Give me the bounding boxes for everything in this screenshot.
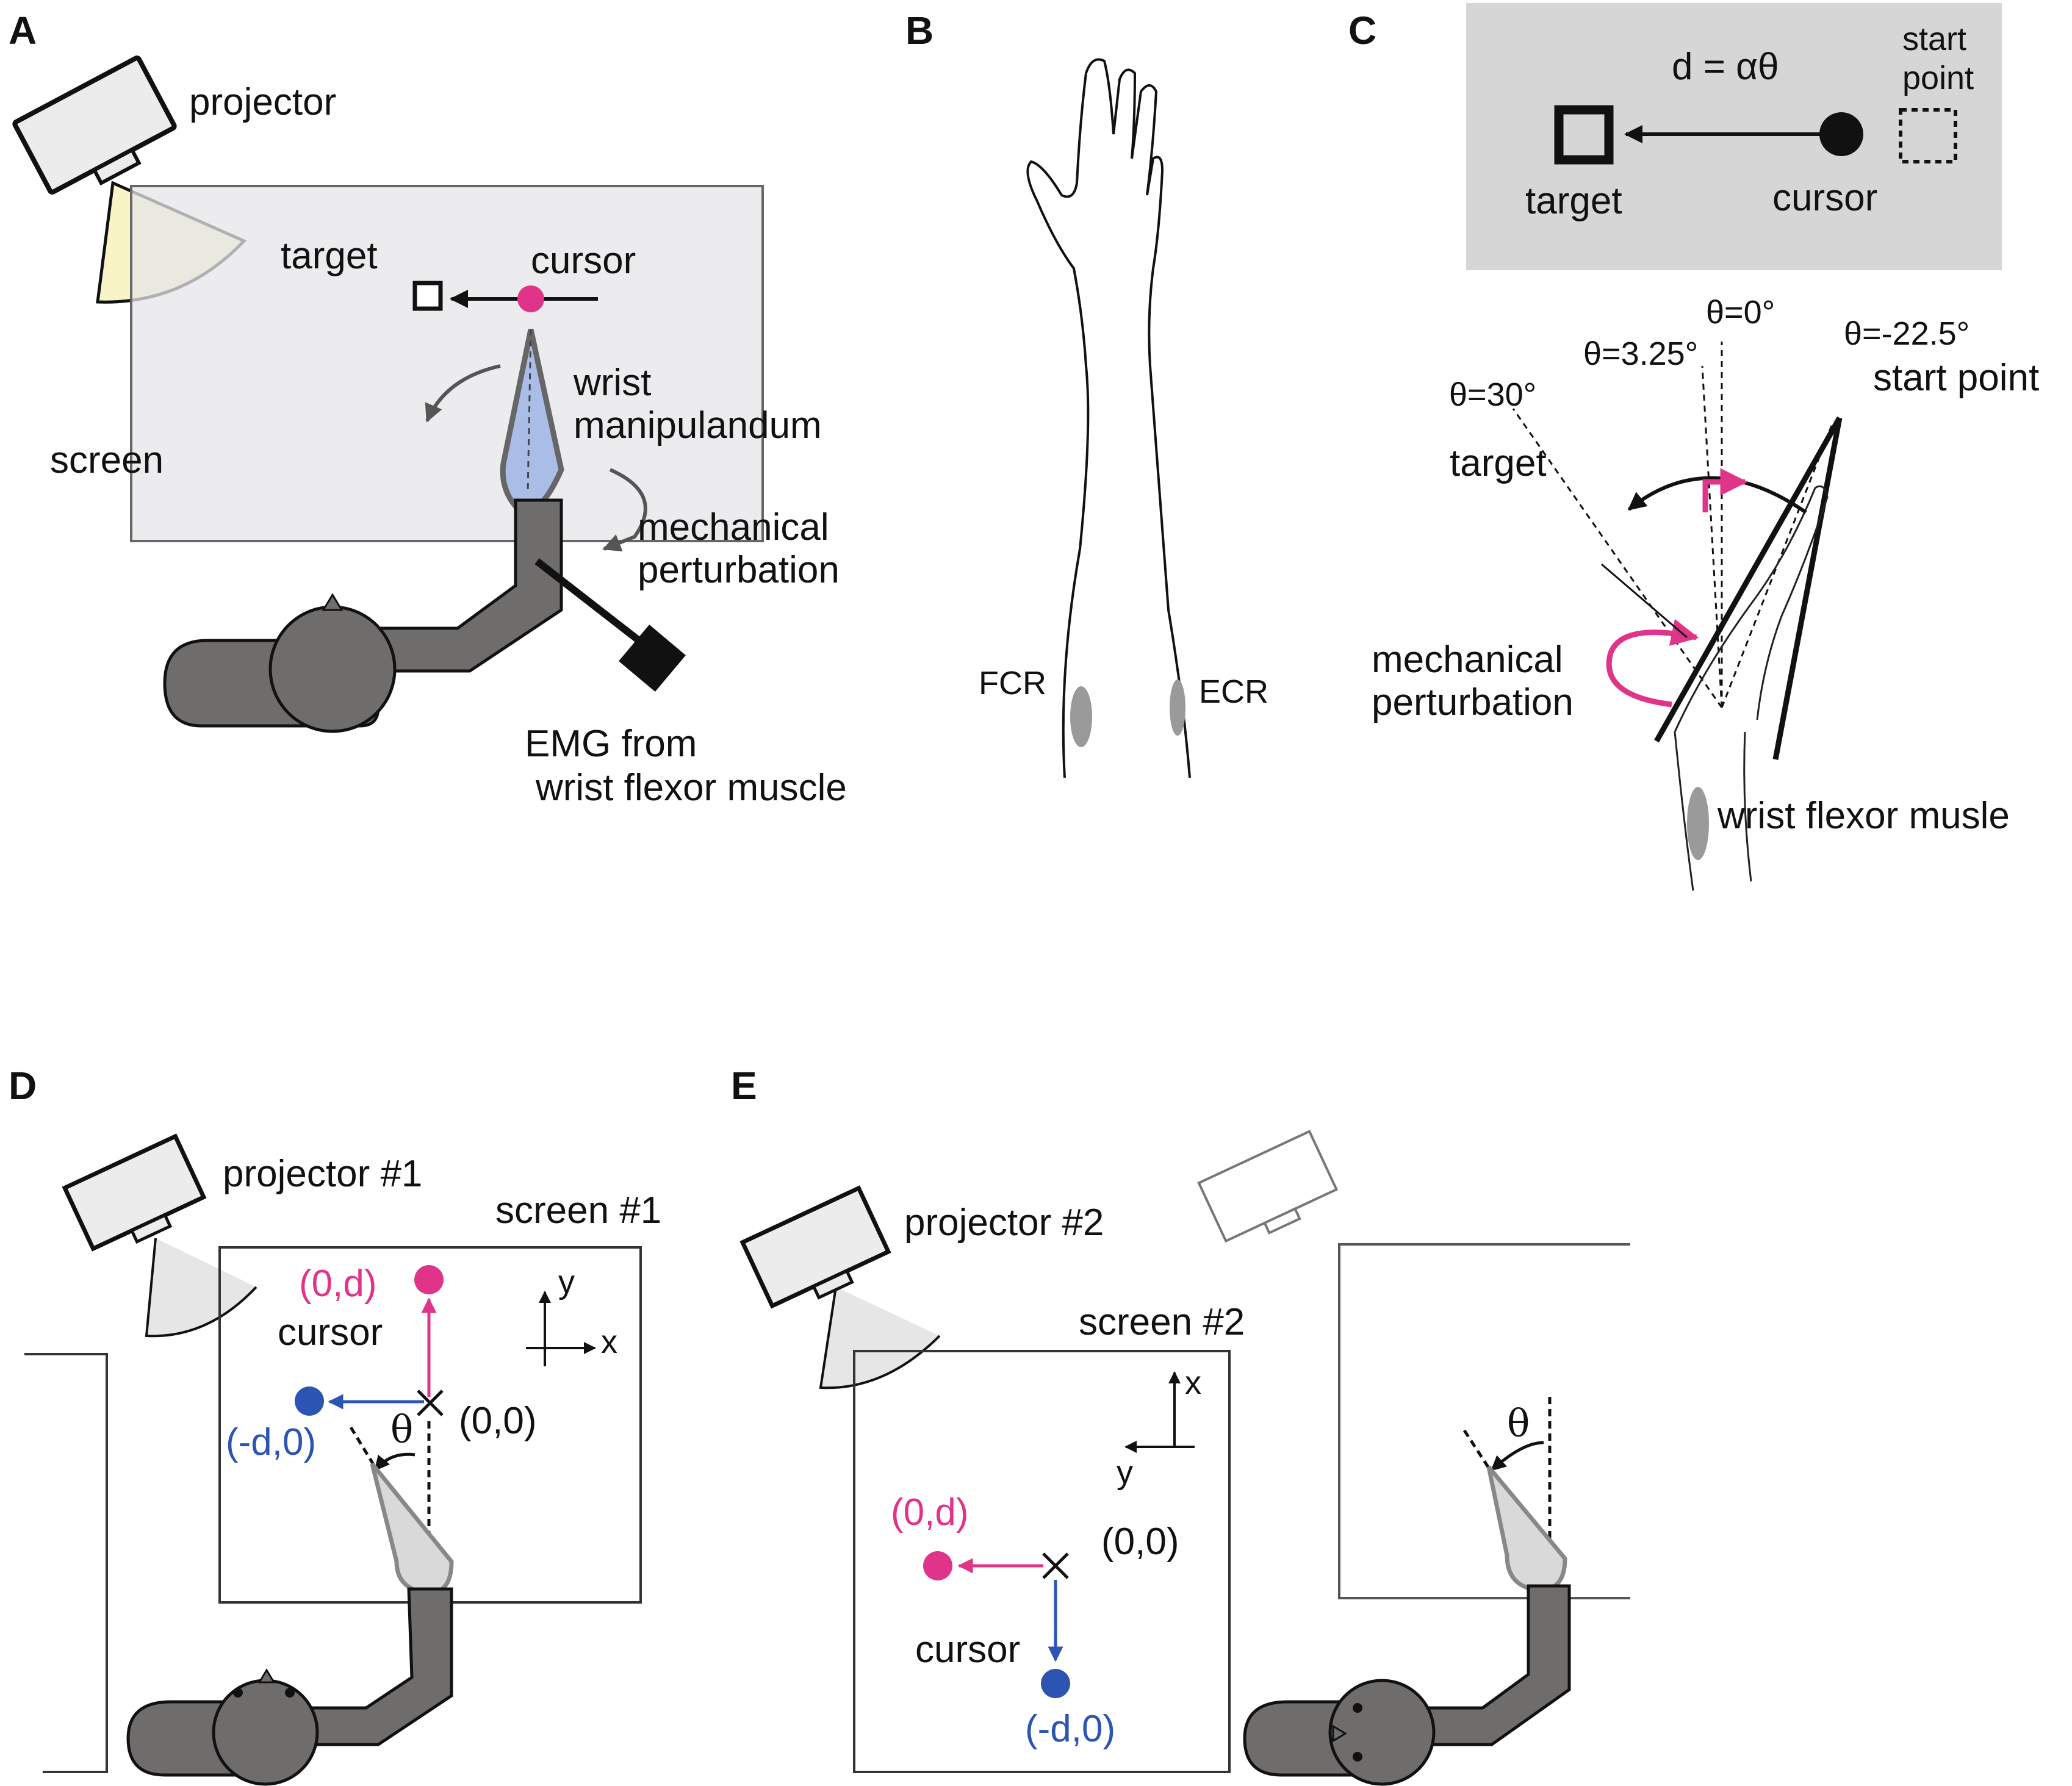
origin-label-e: (0,0) [1101,1521,1179,1563]
rotation-arc-c [1627,476,1807,514]
screen-label: screen [50,439,164,481]
origin-x-d [417,1390,444,1416]
manipulandum-d [370,1462,454,1595]
fcr-electrode [1070,686,1092,747]
perturbation-step-icon [1702,468,1748,512]
projector-beam-d [145,1238,257,1338]
axis-x-label-e: x [1185,1365,1201,1401]
emg-amplifier [619,625,686,692]
projector-beam-e [819,1286,941,1390]
cursor-label-e: cursor [915,1629,1020,1671]
target-label-c2: target [1450,442,1547,484]
screen-2-label: screen #2 [1079,1301,1245,1343]
start-label: start [1902,21,1966,57]
wrist-label: wrist [573,362,651,404]
cursor-dot-c [1819,112,1863,156]
flexor-electrode [1687,787,1709,860]
flexor-label: wrist flexor musle [1717,795,2010,837]
theta-30-label: θ=30° [1449,376,1536,413]
projector-label: projector [189,81,336,123]
cursor-label: cursor [531,240,636,282]
target-label: target [281,235,378,277]
manipulandum-label: manipulandum [574,404,822,446]
perturbation-curl [1606,619,1699,708]
emg-muscle-label: wrist flexor muscle [535,767,847,809]
target-square-c [1554,105,1614,165]
panel-c-letter: C [1348,9,1376,52]
perturbation-label: perturbation [638,549,840,591]
origin-x-e [1042,1552,1069,1579]
start-point-label: start point [1873,357,2039,399]
origin-label-d: (0,0) [459,1400,536,1442]
desk-outline-d [24,1353,108,1773]
panel-c: C d = αθ start point target cursor θ=0° … [1348,3,2039,891]
panel-d-letter: D [9,1064,37,1108]
theta-0-label: θ=0° [1706,294,1775,331]
theta-neg-label: θ=-22.5° [1844,315,1969,352]
cursor-label-d: cursor [278,1311,383,1354]
ecr-label: ECR [1199,673,1268,710]
pink-point-d [414,1265,444,1294]
perturbation-label-c: perturbation [1372,681,1574,723]
formula-label: d = αθ [1672,46,1779,88]
axis-x-label-d: x [601,1324,617,1360]
manipulandum-bar-left [1654,416,1842,743]
panel-a: A projector target cursor screen wrist m… [9,9,847,809]
mechanical-label-c: mechanical [1372,639,1563,681]
subject-head-d [212,1679,319,1786]
panel-e-letter: E [731,1064,757,1108]
forearm-outline [1026,58,1191,778]
panel-d: D projector #1 screen #1 y x (0,d) curso… [9,1064,661,1786]
cursor-dot [517,285,544,312]
target-square [412,281,443,311]
perturbation-arrow [602,468,647,551]
cursor-label-c: cursor [1772,177,1877,219]
panel-b-letter: B [905,9,933,52]
projector-icon-e [739,1185,891,1309]
pink-point-label-e: (0,d) [891,1491,968,1533]
manipulandum-e [1486,1465,1567,1592]
pink-point-label-d: (0,d) [299,1263,376,1305]
blue-point-d [295,1386,324,1416]
emg-label: EMG from [525,723,697,765]
projector-icon-d [62,1133,207,1252]
projector-outline-icon [1197,1130,1339,1243]
screen-2 [853,1350,1231,1773]
theta-label-e: θ [1507,1401,1530,1446]
projector-2-label: projector #2 [904,1202,1104,1244]
pink-point-e [923,1551,952,1580]
ecr-electrode [1170,680,1185,736]
emg-cable [534,558,649,650]
projector-icon [12,56,177,195]
panel-e: E projector #2 screen #2 x y (0,d) (0,0)… [731,1064,1630,1786]
panel-a-letter: A [9,9,37,52]
blue-point-label-e: (-d,0) [1025,1708,1115,1750]
panel-b: B FCR ECR [905,9,1268,778]
axis-y-label-e: y [1117,1454,1133,1491]
hand-outline-c [1674,485,1829,891]
target-label-c: target [1525,180,1622,222]
manipulandum-bar-right [1772,417,1843,760]
blue-point-e [1041,1669,1070,1698]
subject-head-e [1328,1679,1436,1786]
projector-1-label: projector #1 [223,1153,422,1195]
rotation-arrow [425,364,501,423]
screen-1-label: screen #1 [495,1189,661,1232]
theta-label-d: θ [390,1407,413,1452]
screen-outline-right [1338,1243,1630,1599]
start-point-square [1899,108,1957,163]
blue-point-label-d: (-d,0) [226,1421,316,1463]
theta-325-label: θ=3.25° [1583,335,1698,372]
axis-y-label-d: y [558,1264,575,1300]
mechanical-label: mechanical [638,506,829,548]
fcr-label: FCR [979,665,1046,701]
point-label-text: point [1902,60,1974,96]
screen-surface [130,185,764,542]
subject-head [268,605,397,733]
